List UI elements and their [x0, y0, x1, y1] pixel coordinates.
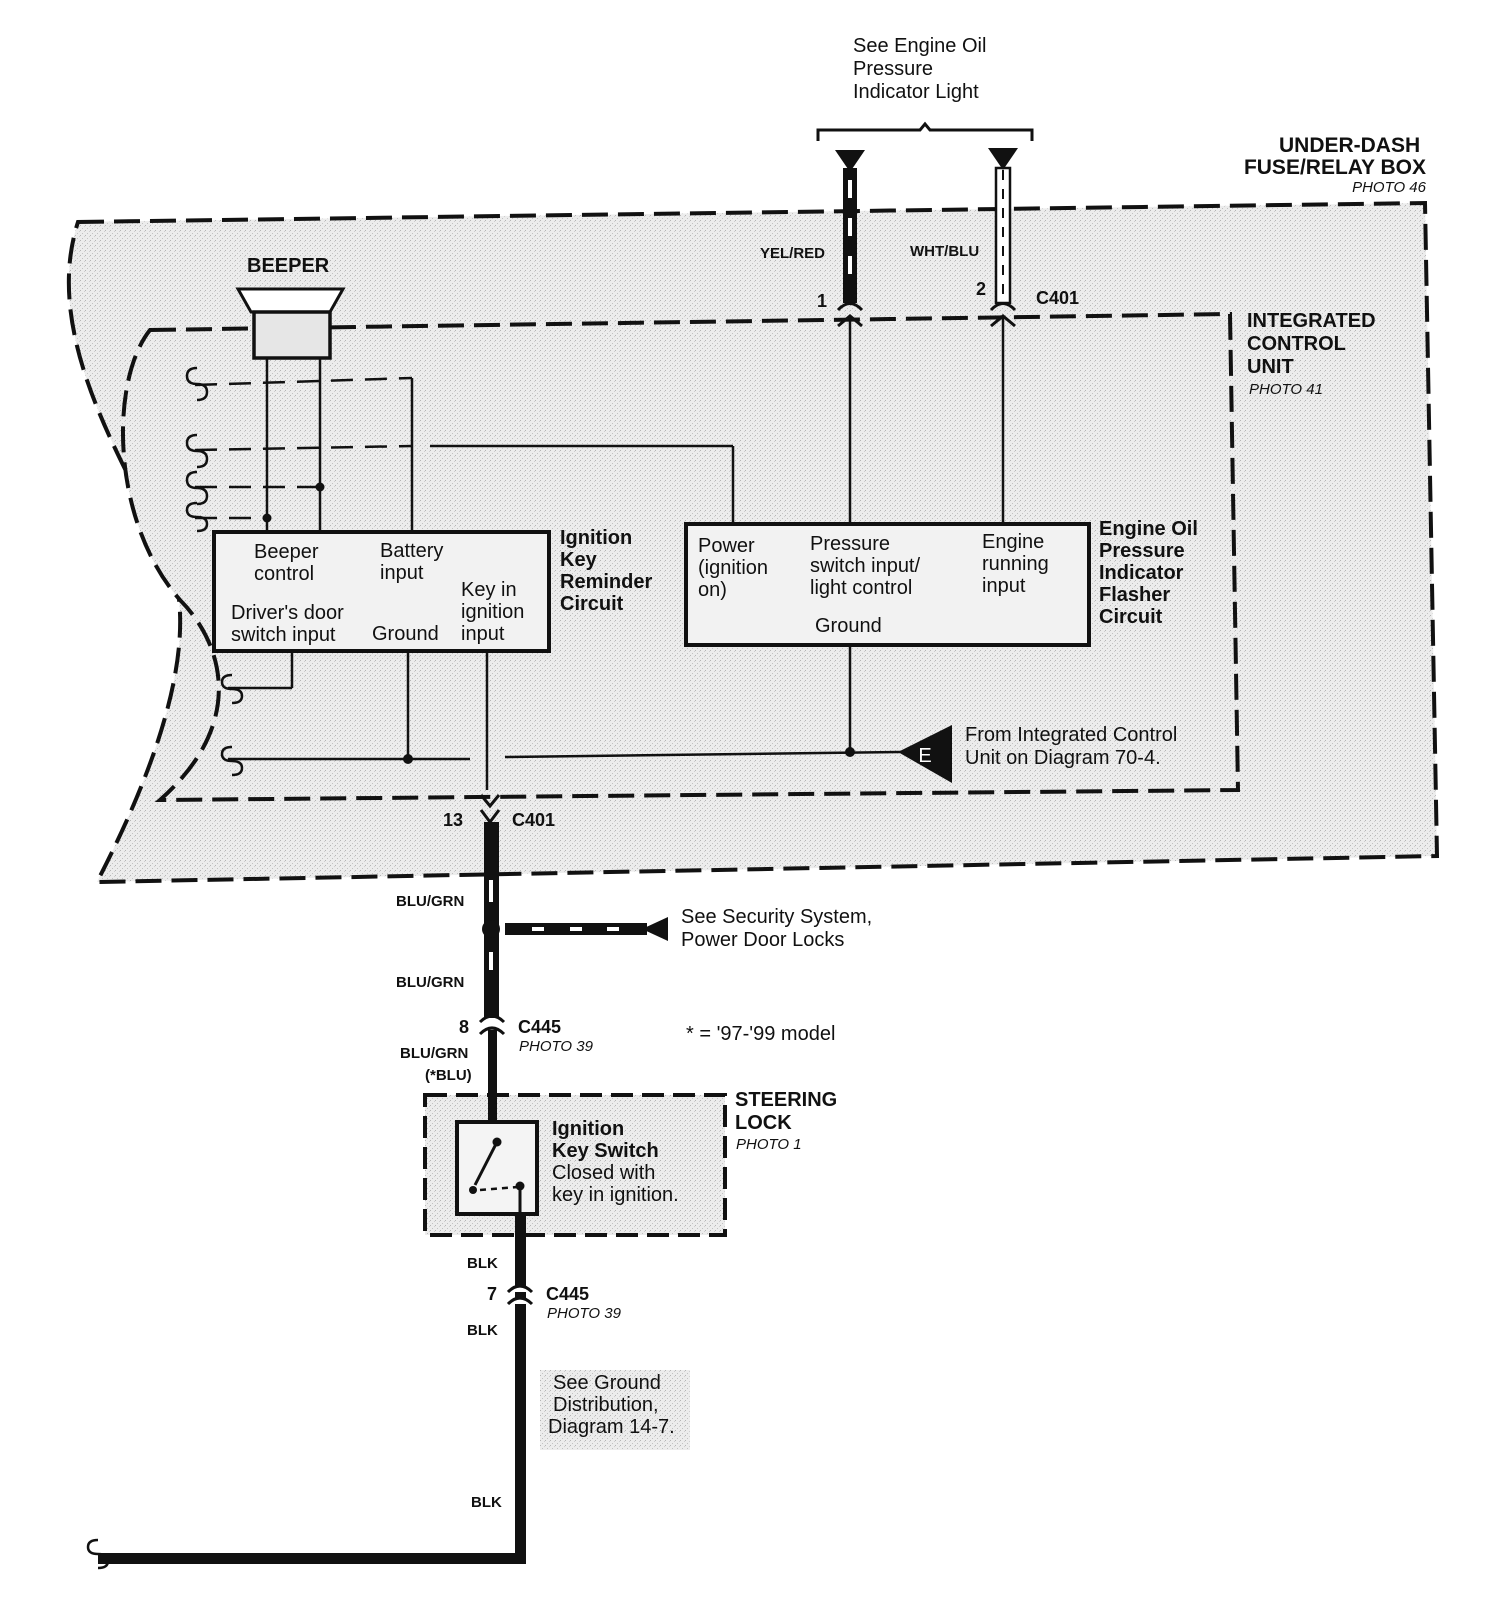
c445-lower-label: C445	[546, 1284, 589, 1304]
shielded-lines	[194, 376, 413, 520]
eop-power: Power (ignition on)	[698, 535, 774, 601]
eop-pressure-switch: Pressure switch input/ light control	[810, 533, 926, 599]
fuse-box-title: UNDER-DASH FUSE/RELAY BOX	[1244, 134, 1426, 179]
wire-label-blk-1: BLK	[467, 1255, 498, 1272]
eop-title: Engine Oil Pressure Indicator Flasher Ci…	[1099, 518, 1203, 628]
ignition-switch-title: Ignition Key Switch	[552, 1118, 659, 1162]
top-note: See Engine Oil Pressure Indicator Light	[853, 35, 992, 103]
c401-pin2	[989, 302, 1017, 328]
model-note: * = '97-'99 model	[686, 1023, 835, 1045]
wire-label-blk-3: BLK	[471, 1494, 502, 1511]
c445-pin7-number: 7	[487, 1284, 497, 1304]
wire-blk-ground	[98, 1553, 526, 1564]
ikr-title: Ignition Key Reminder Circuit	[560, 527, 658, 615]
from-icu-letter: E	[918, 745, 931, 767]
splice-security	[482, 920, 500, 938]
steering-lock-photo: PHOTO 1	[736, 1136, 802, 1153]
wire-blk	[515, 1214, 526, 1564]
wire-label-yel-red: YEL/RED	[760, 245, 825, 262]
ignition-key-switch	[455, 1120, 539, 1216]
top-bracket	[816, 121, 1034, 141]
c445-upper-photo: PHOTO 39	[519, 1038, 594, 1055]
ignition-key-reminder-circuit-box	[212, 530, 551, 653]
c401-pin2-number: 2	[976, 279, 986, 299]
ikr-beeper-control: Beeper control	[254, 541, 324, 585]
c401-pin1	[836, 302, 864, 328]
ground-note-area	[540, 1370, 690, 1450]
c401-top-label: C401	[1036, 288, 1079, 308]
c401-pin1-number: 1	[817, 291, 827, 311]
wire-label-blk-2: BLK	[467, 1322, 498, 1339]
icu-photo: PHOTO 41	[1249, 381, 1323, 398]
beeper-icon	[235, 287, 346, 360]
shield-squiggles	[86, 366, 244, 1570]
icu-outline	[121, 311, 1241, 803]
eop-engine-running: Engine running input	[982, 531, 1054, 597]
engine-oil-pressure-circuit-box	[684, 522, 1091, 647]
eop-ground: Ground	[815, 615, 882, 637]
from-icu-arrow-icon	[898, 725, 952, 783]
wire-label-blu-grn-2: BLU/GRN	[396, 974, 464, 991]
wire-label-blu-grn-3: BLU/GRN	[400, 1045, 468, 1062]
ground-note: See Ground Distribution, Diagram 14-7.	[548, 1372, 675, 1438]
ikr-drivers-door: Driver's door switch input	[231, 602, 349, 646]
ikr-ground: Ground	[372, 623, 439, 645]
c401-bottom-label: C401	[512, 810, 555, 830]
wire-label-blu-alt: (*BLU)	[425, 1067, 472, 1084]
wire-security-branch	[505, 917, 668, 941]
c445-lower-photo: PHOTO 39	[547, 1305, 622, 1322]
c445-upper-label: C445	[518, 1017, 561, 1037]
wire-yel-red	[835, 150, 865, 303]
c445-pin7	[506, 1284, 534, 1306]
c445-pin8	[478, 1014, 506, 1036]
ikr-battery-input: Battery input	[380, 540, 449, 584]
fuse-box-photo: PHOTO 46	[1352, 179, 1427, 196]
security-note: See Security System, Power Door Locks	[681, 906, 878, 951]
ignition-switch-desc: Closed with key in ignition.	[552, 1162, 679, 1206]
steering-lock-title: STEERING LOCK	[735, 1089, 843, 1134]
wire-blu-grn-lower	[488, 1030, 497, 1128]
icu-title: INTEGRATED CONTROL UNIT	[1247, 310, 1381, 378]
c401-pin13-number: 13	[443, 810, 463, 830]
splice-dots	[262, 482, 855, 764]
c445-pin8-number: 8	[459, 1017, 469, 1037]
beeper-label: BEEPER	[247, 255, 330, 277]
wire-label-blu-grn-1: BLU/GRN	[396, 893, 464, 910]
wire-label-wht-blu: WHT/BLU	[910, 243, 979, 260]
ikr-key-in-ignition: Key in ignition input	[461, 579, 530, 645]
from-icu-note: From Integrated Control Unit on Diagram …	[965, 724, 1183, 769]
wire-blu-grn	[484, 822, 499, 1018]
icu-internal-wiring	[228, 318, 1005, 790]
